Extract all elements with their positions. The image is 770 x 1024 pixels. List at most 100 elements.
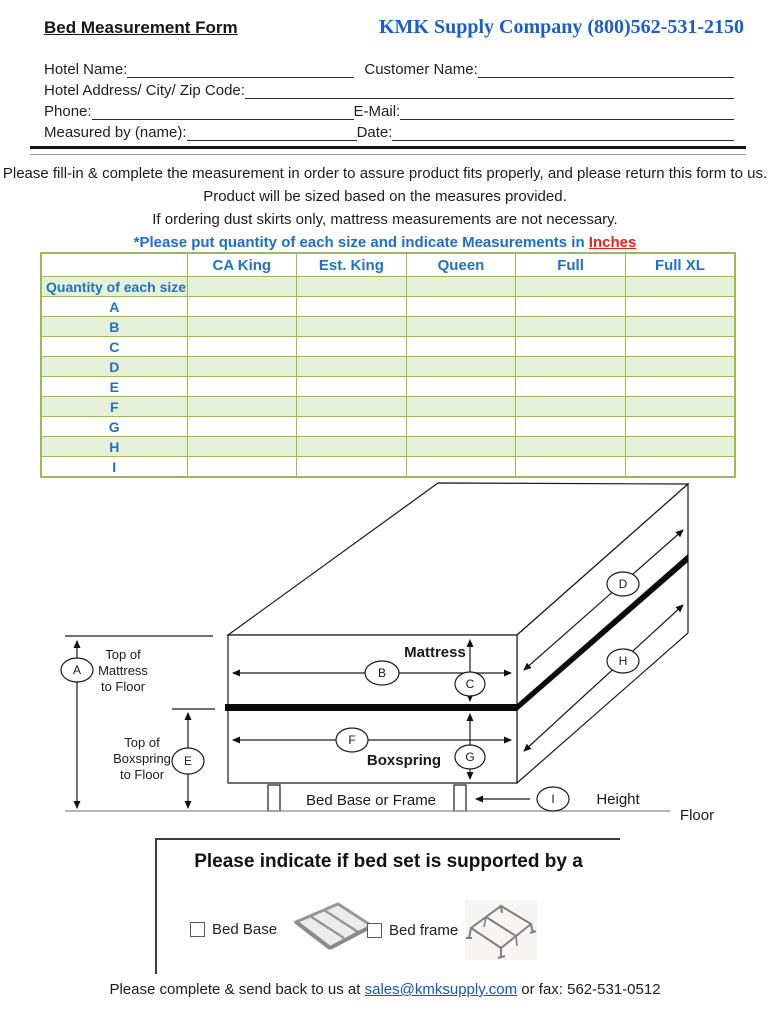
table-cell[interactable] [186,456,298,478]
table-cell[interactable] [624,456,736,478]
table-cell[interactable] [624,416,736,437]
row-label: G [40,416,188,437]
corner-cell [40,252,188,277]
bed-base-option: Bed Base [190,900,376,958]
table-cell[interactable] [515,376,626,397]
mattress-boxspring-band [225,704,517,711]
table-cell[interactable] [405,336,517,357]
svg-text:to Floor: to Floor [101,679,146,694]
column-header: Queen [405,252,517,277]
quantity-note-text: *Please put quantity of each size and in… [133,234,589,251]
email-link[interactable]: sales@kmksupply.com [364,981,518,998]
table-cell[interactable] [405,296,517,317]
svg-text:E: E [184,754,192,768]
table-cell[interactable] [186,276,298,297]
badge-b [364,660,400,686]
table-cell[interactable] [405,396,517,417]
table-cell[interactable] [515,356,626,377]
table-cell[interactable] [624,296,736,317]
table-cell[interactable] [405,376,517,397]
footer-text: or fax: 562-531-0512 [517,981,661,998]
bed-base-image [293,902,376,950]
field-row: Measured by (name): Date: [44,120,734,141]
table-cell[interactable] [186,316,298,337]
bed-leg [267,784,281,812]
svg-text:I: I [551,792,554,806]
bed-frame-checkbox[interactable] [367,922,382,938]
boxspring-label: Boxspring [367,752,441,769]
table-cell[interactable] [515,296,626,317]
measured-by-input[interactable] [186,126,357,141]
table-cell[interactable] [515,276,626,297]
table-cell[interactable] [515,316,626,337]
row-label: Quantity of each size [40,276,188,297]
bed-base-checkbox[interactable] [190,921,205,937]
table-cell[interactable] [186,396,298,417]
height-label: Height [596,791,640,808]
column-header: Full XL [624,252,736,277]
svg-text:A: A [73,663,81,677]
table-cell[interactable] [186,376,298,397]
row-label: H [40,436,188,457]
table-cell[interactable] [296,396,407,417]
table-cell[interactable] [186,356,298,377]
table-cell[interactable] [296,356,407,377]
table-cell[interactable] [296,376,407,397]
table-cell[interactable] [405,316,517,337]
svg-text:C: C [466,677,475,691]
table-cell[interactable] [186,436,298,457]
table-cell[interactable] [515,456,626,478]
footer: Please complete & send back to us at sal… [0,981,770,998]
table-cell[interactable] [405,356,517,377]
table-cell[interactable] [405,436,517,457]
table-cell[interactable] [296,276,407,297]
table-cell[interactable] [624,376,736,397]
table-cell[interactable] [624,276,736,297]
table-cell[interactable] [624,356,736,377]
row-label: F [40,396,188,417]
floor-label: Floor [680,807,714,824]
table-cell[interactable] [296,316,407,337]
svg-text:B: B [378,666,386,680]
table-cell[interactable] [624,316,736,337]
svg-text:H: H [619,654,628,668]
table-cell[interactable] [515,436,626,457]
field-row: Hotel Address/ City/ Zip Code: [44,78,734,99]
table-cell[interactable] [515,416,626,437]
svg-text:to Floor: to Floor [120,767,165,782]
hotel-name-input[interactable] [127,63,355,78]
table-cell[interactable] [186,296,298,317]
support-box-title: Please indicate if bed set is supported … [194,851,583,872]
table-cell[interactable] [296,296,407,317]
bed-leg [453,784,467,812]
table-cell[interactable] [624,436,736,457]
bed-base-label: Bed Base [212,920,278,938]
bed-frame-image [465,900,538,960]
svg-text:Top of: Top of [105,647,141,662]
hotel-address-input[interactable] [244,84,734,99]
table-cell[interactable] [296,336,407,357]
row-label: D [40,356,188,377]
table-cell[interactable] [186,336,298,357]
customer-name-input[interactable] [477,63,734,78]
date-input[interactable] [392,126,734,141]
table-row: E [40,376,736,397]
table-cell[interactable] [296,436,407,457]
table-cell[interactable] [186,416,298,437]
table-cell[interactable] [405,416,517,437]
table-cell[interactable] [624,396,736,417]
quantity-note: *Please put quantity of each size and in… [0,231,770,254]
email-input[interactable] [400,105,734,120]
table-cell[interactable] [405,276,517,297]
table-cell[interactable] [624,336,736,357]
page-title: Bed Measurement Form [44,18,238,37]
table-cell[interactable] [405,456,517,478]
svg-text:F: F [348,733,355,747]
instruction-line: Please fill-in & complete the measuremen… [2,165,768,182]
phone-input[interactable] [91,105,354,120]
table-cell[interactable] [515,396,626,417]
table-cell[interactable] [296,416,407,437]
table-cell[interactable] [515,336,626,357]
table-cell[interactable] [296,456,407,478]
